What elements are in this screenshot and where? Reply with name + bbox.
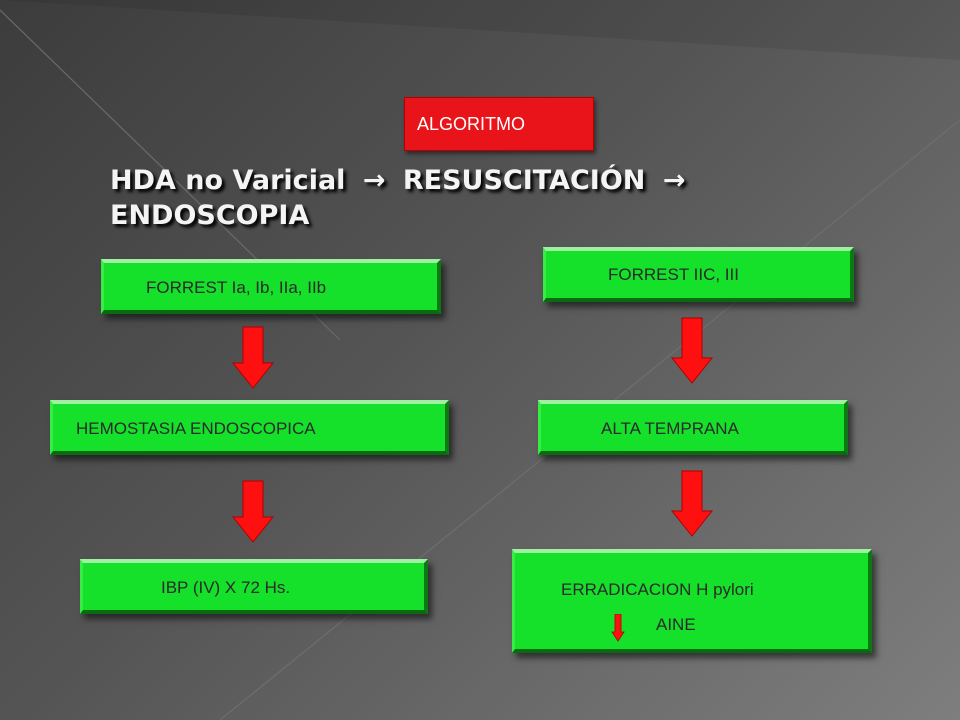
box-forrest-high-risk: FORREST Ia, Ib, IIa, IIb — [101, 259, 441, 314]
box-forrest-low-risk-label: FORREST IIC, III — [608, 265, 739, 284]
slide-title: HDA no Varicial → RESUSCITACIÓN → ENDOSC… — [110, 163, 870, 233]
box-ibp-iv-label: IBP (IV) X 72 Hs. — [161, 578, 291, 597]
box-ibp-iv: IBP (IV) X 72 Hs. — [80, 559, 428, 614]
box-forrest-high-risk-label: FORREST Ia, Ib, IIa, IIb — [146, 278, 327, 297]
box-forrest-low-risk: FORREST IIC, III — [543, 247, 854, 302]
title-line-2: ENDOSCOPIA — [110, 198, 870, 233]
down-arrow-icon — [231, 326, 275, 389]
box-hemostasia-endoscopica-label: HEMOSTASIA ENDOSCOPICA — [76, 419, 316, 438]
title-part-hda: HDA no Varicial — [110, 165, 346, 196]
algoritmo-label: ALGORITMO — [417, 113, 526, 134]
box-erradicacion-label: ERRADICACION H pylori — [561, 580, 754, 599]
algoritmo-badge: ALGORITMO — [404, 97, 594, 151]
down-arrow-icon — [231, 480, 275, 543]
box-aine-label: AINE — [656, 615, 696, 634]
title-part-resuscitacion: RESUSCITACIÓN — [402, 165, 646, 196]
title-line-1: HDA no Varicial → RESUSCITACIÓN → — [110, 163, 870, 198]
small-down-arrow-icon — [611, 614, 625, 642]
box-alta-temprana-label: ALTA TEMPRANA — [601, 419, 739, 438]
title-part-endoscopia: ENDOSCOPIA — [110, 200, 310, 231]
box-alta-temprana: ALTA TEMPRANA — [538, 400, 848, 455]
right-arrow-icon: → — [362, 165, 386, 196]
right-arrow-icon: → — [662, 165, 686, 196]
down-arrow-icon — [670, 317, 714, 384]
down-arrow-icon — [670, 470, 714, 537]
box-hemostasia-endoscopica: HEMOSTASIA ENDOSCOPICA — [50, 400, 449, 455]
box-erradicacion: ERRADICACION H pylori AINE — [512, 549, 872, 653]
